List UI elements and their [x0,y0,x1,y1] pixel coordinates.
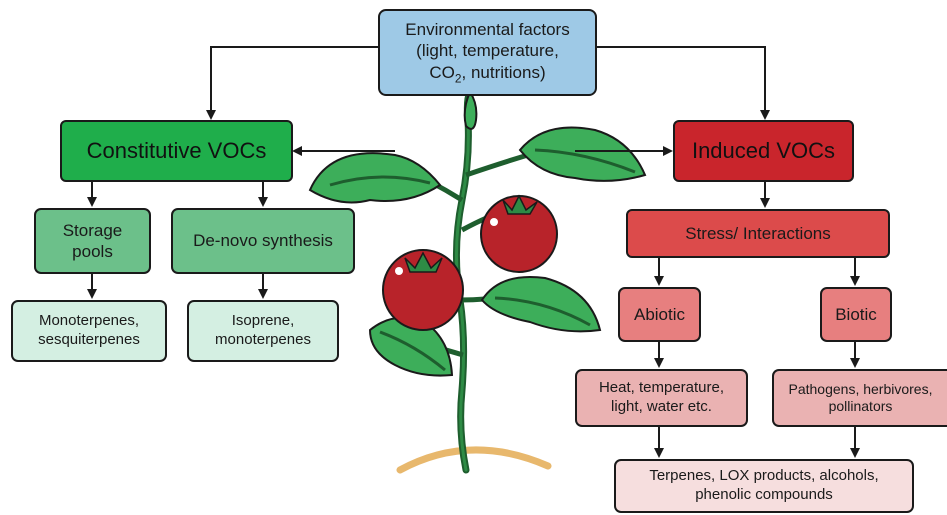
storage-pools-line-2: pools [72,242,113,261]
biotic-node: Biotic [820,287,892,342]
soil-line [396,446,552,474]
induced-vocs-node: Induced VOCs [673,120,854,182]
biotic-label: Biotic [835,304,877,324]
stress-interactions-label: Stress/ Interactions [685,223,831,243]
environmental-factors-node: Environmental factors (light, temperatur… [378,9,597,96]
storage-pools-node: Storage pools [34,208,151,274]
leaf-left-top [308,152,442,204]
induced-products-line-2: phenolic compounds [695,486,833,503]
monoterpenes-sesquiterpenes-node: Monoterpenes, sesquiterpenes [11,300,167,362]
isoprene-mono-line-2: monoterpenes [215,331,311,348]
biotic-factors-node: Pathogens, herbivores, pollinators [772,369,947,427]
induced-vocs-label: Induced VOCs [691,138,836,164]
isoprene-monoterpenes-node: Isoprene, monoterpenes [187,300,339,362]
abiotic-factors-line-2: light, water etc. [611,398,712,415]
sprout [463,89,478,130]
arrow-env-to-constitutive [206,46,378,120]
mono-sesqui-line-1: Monoterpenes, [38,312,140,330]
constitutive-vocs-label: Constitutive VOCs [86,138,267,164]
environment-line-3-rest: , nutritions) [461,62,546,82]
environment-line-1: Environmental factors [405,20,570,40]
tomato-right [480,194,558,273]
arrow-env-to-induced [597,46,770,120]
environment-line-2: (light, temperature, [416,41,559,61]
co2-subscript: 2 [454,71,462,85]
abiotic-label: Abiotic [633,304,686,324]
mono-sesqui-line-2: sesquiterpenes [38,331,140,348]
biotic-factors-line-2: pollinators [828,398,893,414]
stress-interactions-node: Stress/ Interactions [626,209,890,258]
denovo-synthesis-node: De-novo synthesis [171,208,355,274]
induced-products-line-1: Terpenes, LOX products, alcohols, [649,467,879,485]
abiotic-factors-node: Heat, temperature, light, water etc. [575,369,748,427]
denovo-synthesis-label: De-novo synthesis [193,231,333,251]
constitutive-vocs-node: Constitutive VOCs [60,120,293,182]
induced-products-node: Terpenes, LOX products, alcohols, phenol… [614,459,914,513]
tomato-left [382,249,464,331]
leaf-right-top [518,126,647,182]
isoprene-mono-line-1: Isoprene, [231,312,295,330]
storage-pools-line-1: Storage [62,220,123,240]
environment-line-3: CO2, nutritions) [429,62,545,86]
leaf-right-low [480,276,602,333]
abiotic-factors-line-1: Heat, temperature, [598,379,725,397]
co2-text: CO [429,62,455,82]
abiotic-node: Abiotic [618,287,701,342]
biotic-factors-line-1: Pathogens, herbivores, [788,380,933,397]
